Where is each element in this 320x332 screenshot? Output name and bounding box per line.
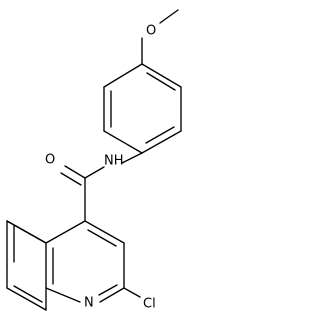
bond-aryl-double-1: [146, 72, 176, 91]
amide-nitrogen-label: NH: [104, 154, 124, 169]
bond-aryl-double-2: [145, 126, 175, 144]
chemical-structure: O O NH N Cl: [6, 9, 182, 312]
bond-benzo-top: [6, 220, 47, 244]
bond-methyl-oxygen: [159, 9, 179, 24]
bond-carbonyl-oxygen-1: [64, 165, 86, 179]
bond-c2-n1: [99, 287, 125, 303]
ring-nitrogen-label: N: [84, 296, 94, 311]
bond-c4a-c4: [45, 220, 86, 244]
bond-c4-c3: [84, 220, 125, 244]
bond-c2-n1-double: [98, 284, 118, 296]
bond-n1-c8a: [45, 287, 81, 303]
carbonyl-oxygen-label: O: [45, 153, 55, 168]
bond-aryl-nh: [121, 152, 143, 164]
bond-c7-c8: [6, 287, 47, 311]
bond-benzo-double-2: [13, 285, 43, 303]
bond-aryl-3: [141, 130, 182, 154]
methoxy-oxygen-label: O: [146, 24, 156, 39]
chlorine-label: Cl: [143, 297, 156, 312]
bond-aryl-6: [103, 63, 143, 88]
bond-carbonyl-oxygen-2: [60, 172, 82, 186]
bond-aryl-1: [141, 63, 182, 88]
bond-nh-carbonyl: [84, 166, 105, 179]
bond-c4-c3-double: [87, 229, 117, 247]
bond-c2-cl: [123, 287, 141, 298]
bond-aryl-4: [103, 130, 143, 154]
